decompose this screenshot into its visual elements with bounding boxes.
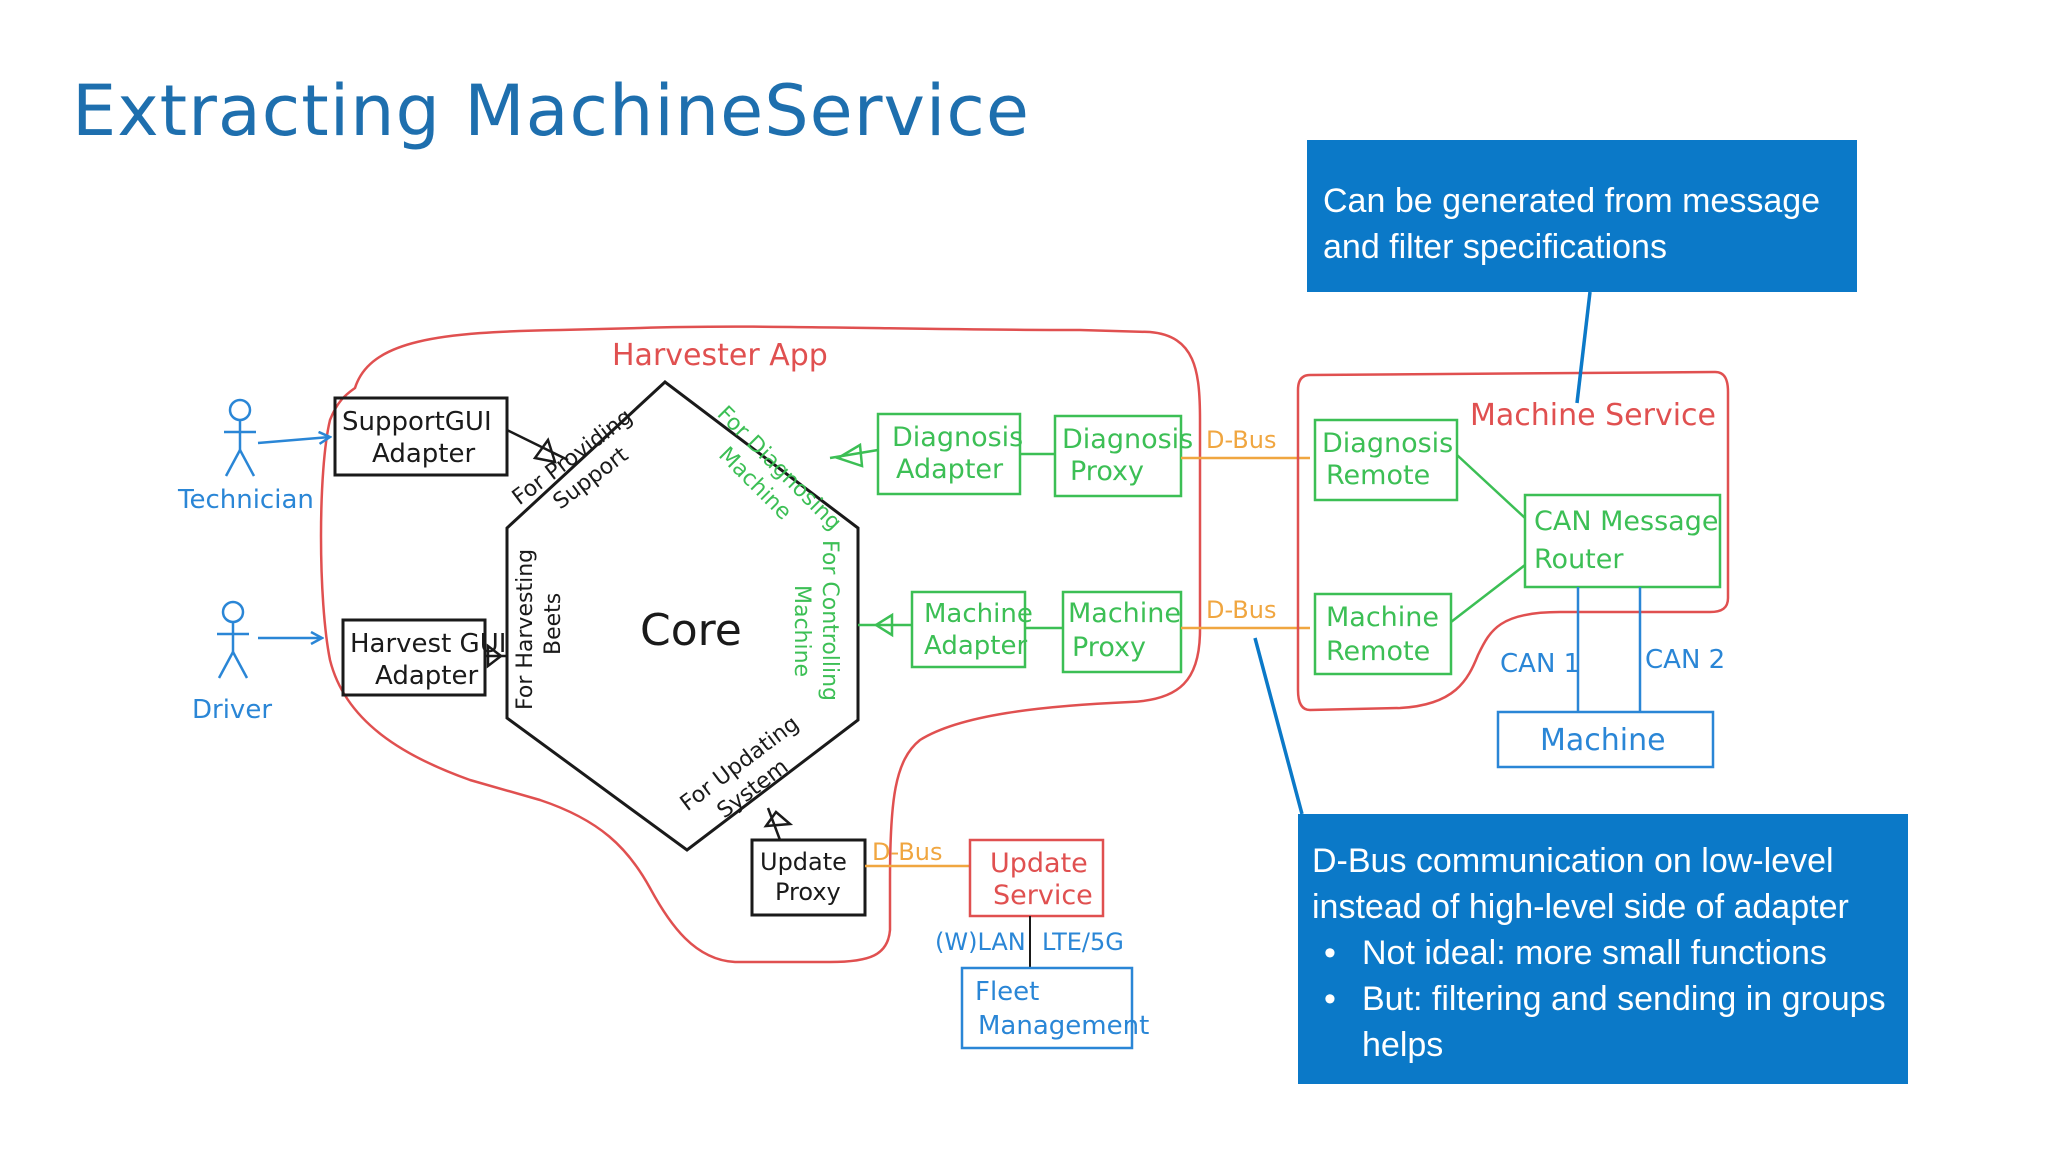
update-service-label: Update	[990, 848, 1088, 879]
diagnosis-proxy-box	[1053, 414, 1183, 498]
wlan-label: (W)LAN	[935, 928, 1026, 956]
port-for-diagnosing-machine: For Diagnosing Machine	[712, 401, 846, 535]
fleet-management-box	[960, 966, 1134, 1050]
diagnosis-proxy-label: Diagnosis	[1062, 424, 1193, 455]
update-proxy-label: Update	[760, 848, 847, 876]
fleet-management-label: Fleet	[975, 977, 1039, 1007]
callout-dbus-bullets: Not ideal: more small functions But: fil…	[1312, 930, 1894, 1068]
update-proxy-to-core-line	[766, 807, 782, 841]
update-proxy-box	[750, 838, 867, 917]
driver-actor-icon	[217, 600, 249, 679]
can1-label: CAN 1	[1500, 649, 1580, 679]
support-gui-adapter-label: SupportGUI	[342, 407, 492, 437]
machine-remote-router-line	[1450, 564, 1526, 623]
diagnosis-adapter-label: Diagnosis	[892, 422, 1023, 453]
dbus-machine-label: D-Bus	[1206, 596, 1276, 624]
lte-label: LTE/5G	[1042, 928, 1124, 956]
callout-generation-text: Can be generated from message and filter…	[1323, 182, 1821, 266]
core-hexagon	[505, 380, 860, 852]
port-for-updating-system: For Updating System	[676, 711, 804, 823]
update-proxy-label: Proxy	[775, 878, 841, 906]
core-label: Core	[640, 605, 742, 656]
can2-label: CAN 2	[1645, 645, 1725, 675]
harvest-gui-adapter-box	[341, 618, 487, 697]
machine-proxy-label: Machine	[1068, 598, 1181, 629]
support-gui-adapter-label: Adapter	[372, 439, 475, 469]
callout-bullet: Not ideal: more small functions	[1312, 930, 1894, 976]
port-label: For Controlling	[817, 540, 842, 701]
harvest-port-triangle	[486, 643, 504, 669]
callout-bullet: But: filtering and sending in groups hel…	[1312, 976, 1894, 1068]
machine-service-boundary	[1296, 370, 1730, 712]
diagnosis-proxy-label: Proxy	[1070, 456, 1144, 487]
update-port-triangle	[763, 810, 794, 828]
port-for-harvesting-beets: For Harvesting Beets	[513, 549, 566, 710]
driver-label: Driver	[192, 695, 272, 725]
port-for-providing-support: For Providing Support	[508, 404, 638, 515]
machine-adapter-label: Machine	[924, 599, 1033, 629]
machine-adapter-label: Adapter	[924, 631, 1027, 661]
callout-generation-note: Can be generated from message and filter…	[1307, 140, 1857, 292]
update-service-box	[968, 838, 1105, 918]
harvest-gui-adapter-label: Adapter	[375, 661, 478, 691]
port-for-controlling-machine: For Controlling Machine	[789, 540, 842, 701]
port-label: For Harvesting	[513, 549, 538, 710]
harvest-gui-adapter-label: Harvest GUI	[350, 629, 506, 659]
machine-remote-box	[1313, 592, 1453, 676]
support-adapter-to-core-line	[506, 428, 569, 462]
port-label: Beets	[541, 593, 566, 655]
fleet-management-label: Management	[978, 1011, 1149, 1041]
machine-box	[1496, 710, 1715, 769]
diagnosis-remote-router-line	[1456, 454, 1526, 519]
callout-dbus-intro: D-Bus communication on low-level instead…	[1312, 842, 1849, 926]
port-label: Machine	[789, 585, 814, 677]
technician-arrow	[257, 437, 330, 443]
diagnosis-adapter-label: Adapter	[896, 454, 1004, 485]
harvester-app-label: Harvester App	[612, 338, 828, 373]
diagnosis-adapter-to-core-line	[829, 448, 879, 460]
can-message-router-label: Router	[1534, 544, 1624, 575]
support-port-triangle	[532, 437, 557, 464]
callout-bottom-pointer	[1253, 637, 1304, 815]
dbus-diagnosis-label: D-Bus	[1206, 426, 1276, 454]
machine-port-triangle	[873, 612, 894, 638]
machine-label: Machine	[1540, 723, 1666, 758]
dbus-update-label: D-Bus	[872, 838, 942, 866]
machine-remote-label: Machine	[1326, 602, 1439, 633]
can-message-router-box	[1523, 493, 1722, 589]
machine-service-label: Machine Service	[1470, 398, 1716, 433]
technician-actor-icon	[224, 398, 256, 477]
machine-remote-label: Remote	[1326, 636, 1430, 667]
can-message-router-label: CAN Message	[1534, 506, 1718, 537]
update-service-label: Service	[993, 880, 1093, 911]
diagnosis-port-triangle	[835, 442, 864, 468]
diagnosis-remote-box	[1313, 418, 1459, 502]
slide-title: Extracting MachineService	[72, 70, 1030, 152]
technician-label: Technician	[177, 485, 314, 515]
callout-dbus-note: D-Bus communication on low-level instead…	[1298, 814, 1908, 1084]
machine-proxy-box	[1061, 590, 1183, 674]
support-gui-adapter-box	[333, 396, 509, 477]
diagnosis-remote-label: Remote	[1326, 460, 1430, 491]
machine-adapter-box	[910, 590, 1027, 669]
callout-top-pointer	[1575, 291, 1592, 404]
machine-proxy-label: Proxy	[1072, 632, 1146, 663]
diagnosis-remote-label: Diagnosis	[1322, 428, 1453, 459]
